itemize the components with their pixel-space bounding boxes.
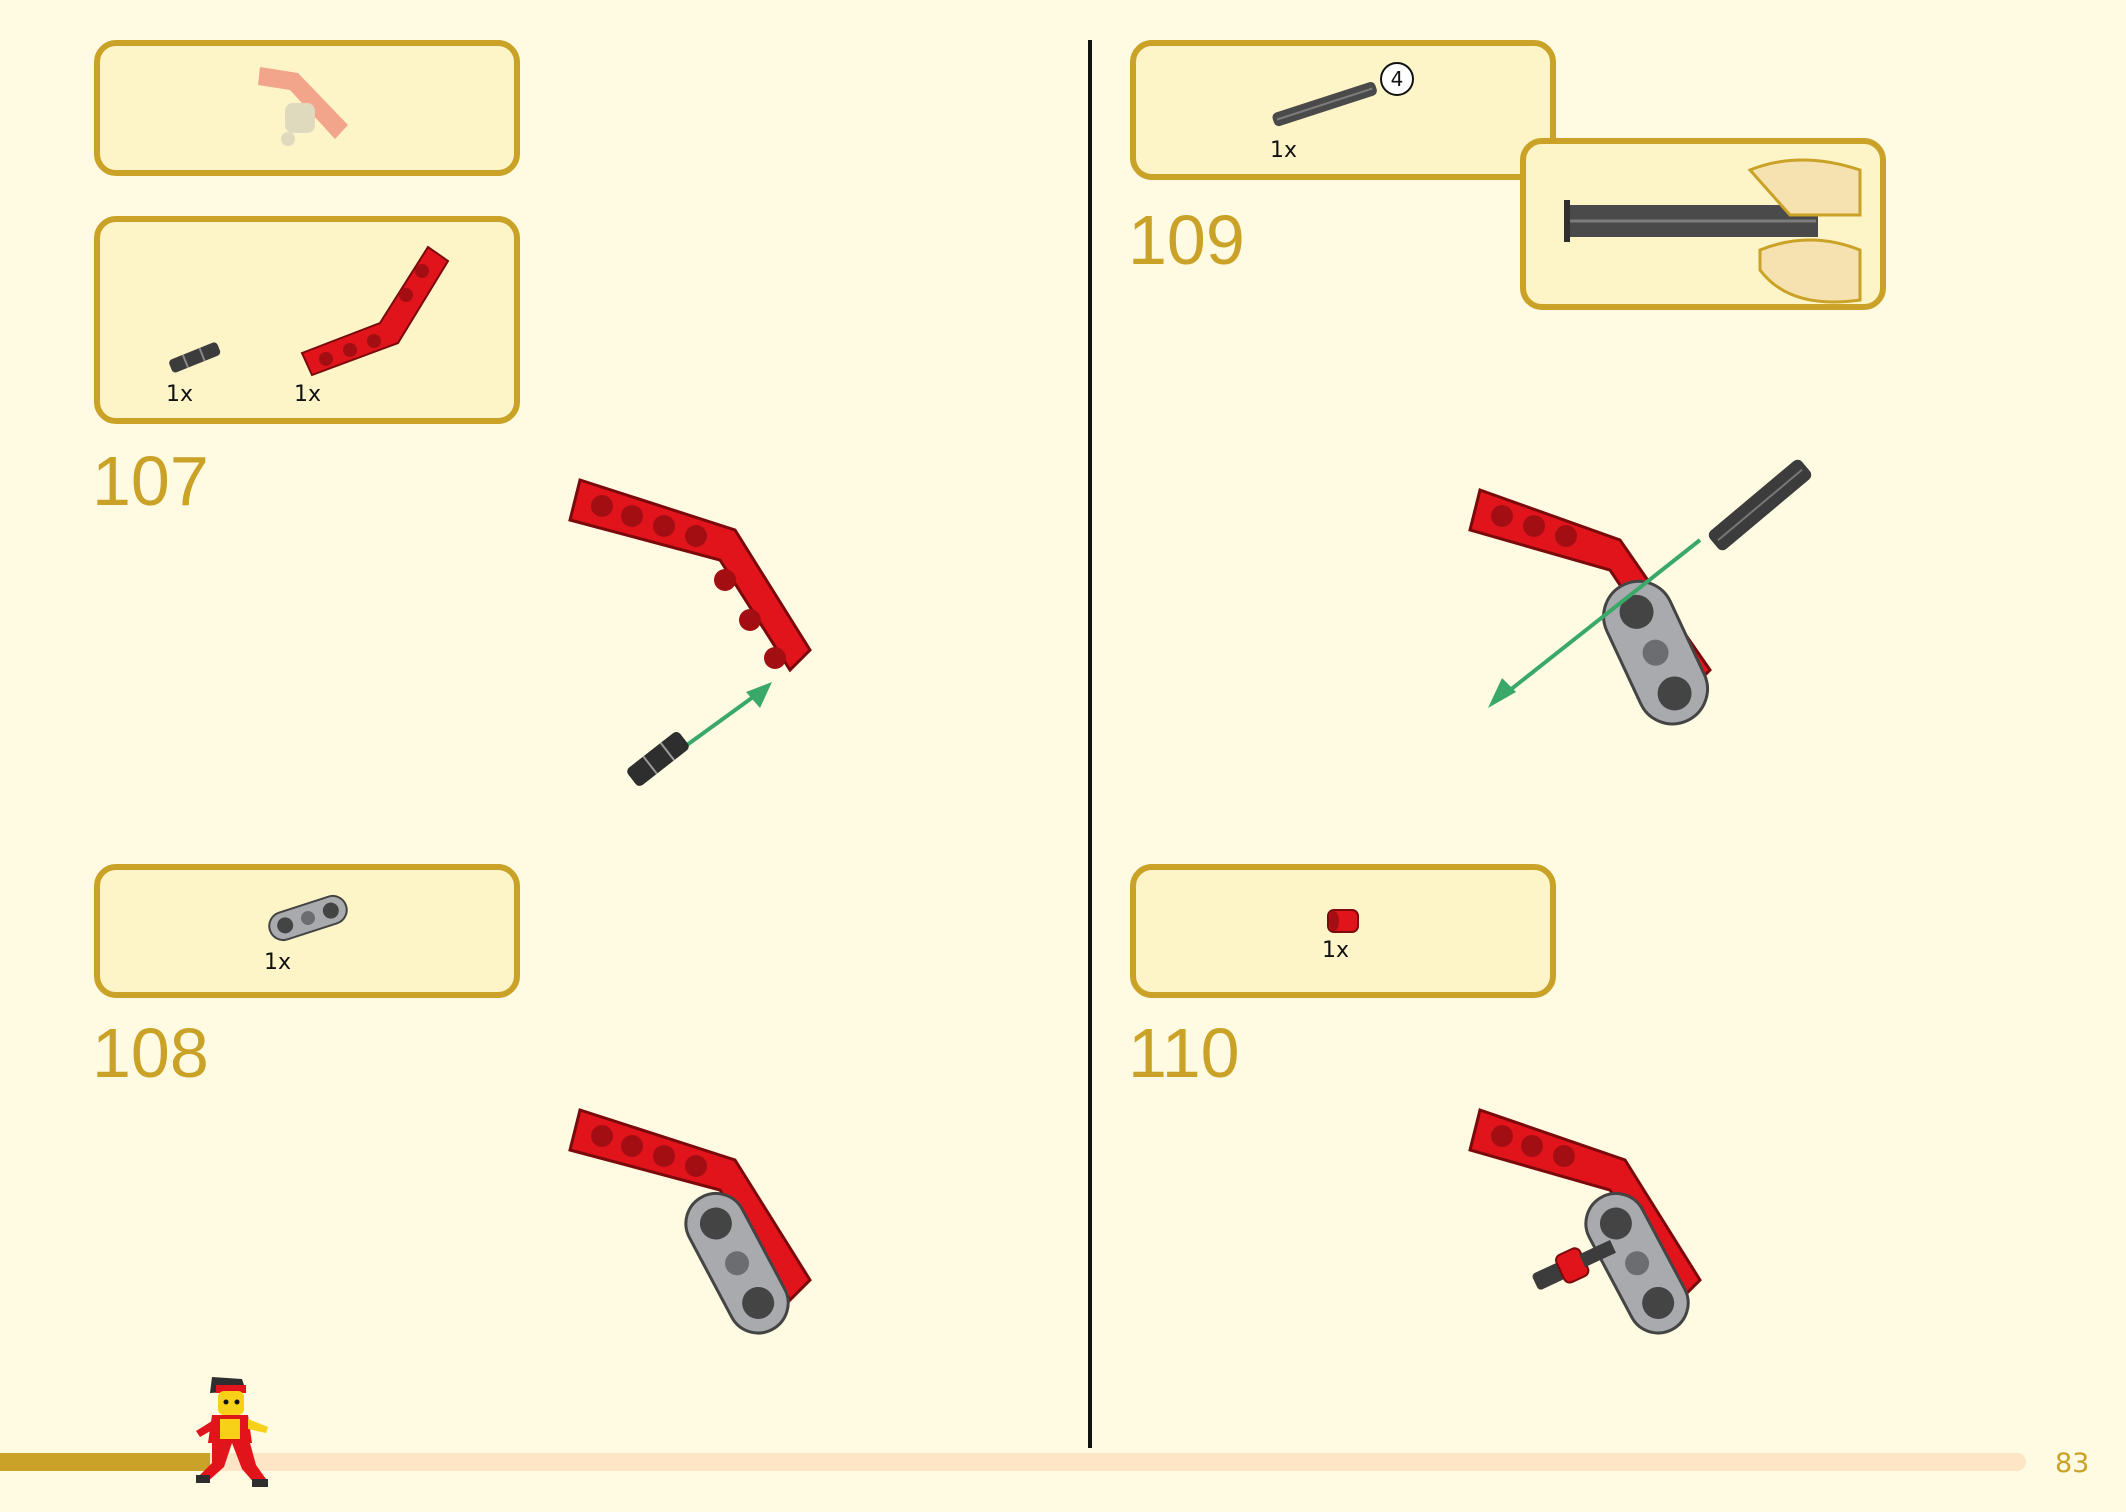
step-110-assembly-illustration	[1468, 1108, 1702, 1335]
step-109-assembly-illustration	[1468, 459, 1812, 726]
red-bush-part-image	[1327, 909, 1359, 933]
part-quantity: 1x	[264, 950, 292, 975]
gray-connector-plate-part-image	[268, 894, 348, 942]
axle-connector-part-image	[169, 342, 221, 373]
part-quantity: 1x	[1322, 938, 1350, 963]
page-divider	[1088, 40, 1092, 1448]
step-number: 108	[92, 1014, 209, 1092]
red-angled-beam-part-image	[300, 245, 450, 377]
part-quantity: 1x	[166, 382, 194, 407]
step-109-parts-box	[1130, 40, 1556, 180]
page-number: 83	[2055, 1448, 2090, 1479]
progress-track	[0, 1453, 2026, 1471]
step-number: 110	[1128, 1014, 1240, 1092]
gray-axle-part-image	[1272, 82, 1377, 127]
minifigure-runner-icon	[196, 1377, 268, 1487]
step-108-parts-box	[94, 864, 520, 998]
step-107-parts-box	[94, 216, 520, 424]
previous-step-preview-box	[94, 40, 520, 176]
step-108-assembly-illustration	[568, 1108, 812, 1335]
axle-length-badge: 4	[1380, 62, 1414, 96]
progress-fill	[0, 1453, 210, 1471]
part-quantity: 1x	[1270, 138, 1298, 163]
previous-assembly-preview-image	[258, 67, 348, 146]
step-107-assembly-illustration	[568, 478, 812, 786]
step-number: 109	[1128, 201, 1245, 279]
step-number: 107	[92, 442, 209, 520]
part-quantity: 1x	[294, 382, 322, 407]
axle-measure-illustration	[1564, 158, 1862, 304]
